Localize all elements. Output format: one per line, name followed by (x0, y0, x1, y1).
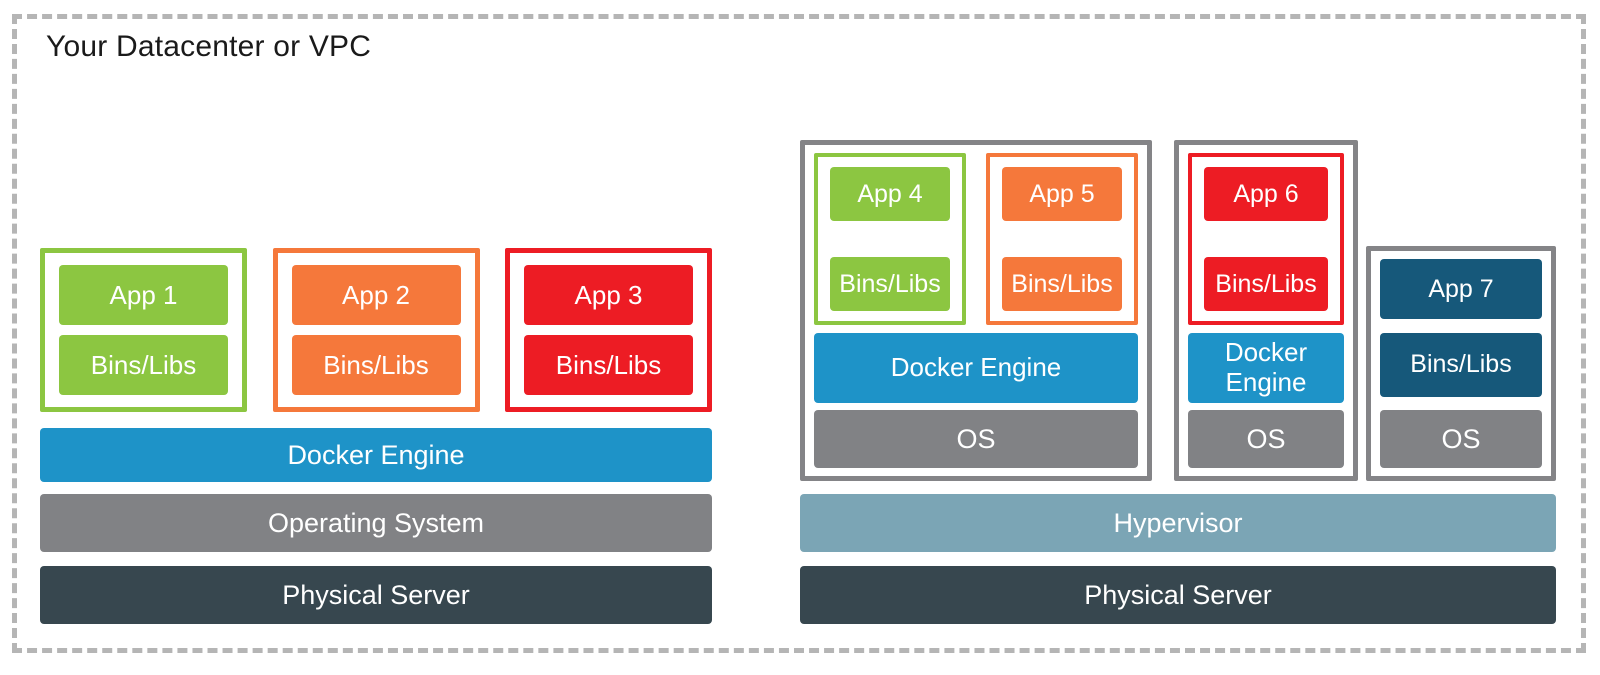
app1-binslibs-block: Bins/Libs (59, 335, 228, 395)
vm3-os-bar: OS (1380, 410, 1542, 468)
container-app1: App 1 Bins/Libs (40, 248, 247, 412)
app6-block: App 6 (1204, 167, 1328, 221)
container-app5: App 5 Bins/Libs (986, 153, 1138, 325)
app4-block: App 4 (830, 167, 950, 221)
vm2-os-bar: OS (1188, 410, 1344, 468)
hypervisor-bar: Hypervisor (800, 494, 1556, 552)
vm1-os-bar: OS (814, 410, 1138, 468)
page-title: Your Datacenter or VPC (46, 30, 372, 63)
container-app2: App 2 Bins/Libs (272, 248, 480, 412)
physical-server-bar-right: Physical Server (800, 566, 1556, 624)
vm1-containers-row: App 4 Bins/Libs App 5 Bins/Libs (814, 153, 1138, 325)
vm-box-1: App 4 Bins/Libs App 5 Bins/Libs Docker E… (800, 140, 1152, 481)
app2-binslibs-block: Bins/Libs (291, 335, 461, 395)
vm-box-3: App 7 Bins/Libs OS (1366, 246, 1556, 481)
app1-block: App 1 (59, 265, 228, 325)
app5-binslibs-block: Bins/Libs (1002, 257, 1122, 311)
vm2-docker-engine-bar: Docker Engine (1188, 332, 1344, 403)
container-app6: App 6 Bins/Libs (1188, 153, 1344, 325)
containers-row: App 1 Bins/Libs App 2 Bins/Libs App 3 Bi… (40, 248, 712, 412)
operating-system-bar: Operating System (40, 494, 712, 552)
container-app3: App 3 Bins/Libs (505, 248, 712, 412)
app7-block: App 7 (1380, 259, 1542, 319)
app6-binslibs-block: Bins/Libs (1204, 257, 1328, 311)
app3-binslibs-block: Bins/Libs (524, 335, 693, 395)
app3-block: App 3 (524, 265, 693, 325)
app5-block: App 5 (1002, 167, 1122, 221)
physical-server-bar-left: Physical Server (40, 566, 712, 624)
bare-metal-docker-stack: App 1 Bins/Libs App 2 Bins/Libs App 3 Bi… (40, 248, 712, 624)
vm-box-2: App 6 Bins/Libs Docker Engine OS (1174, 140, 1358, 481)
datacenter-dashed-boundary (12, 14, 1586, 653)
container-app4: App 4 Bins/Libs (814, 153, 966, 325)
vm1-docker-engine-bar: Docker Engine (814, 332, 1138, 403)
vm-hypervisor-stack: App 4 Bins/Libs App 5 Bins/Libs Docker E… (800, 140, 1556, 624)
app2-block: App 2 (291, 265, 461, 325)
app4-binslibs-block: Bins/Libs (830, 257, 950, 311)
docker-engine-bar: Docker Engine (40, 428, 712, 482)
app7-binslibs-block: Bins/Libs (1380, 332, 1542, 397)
